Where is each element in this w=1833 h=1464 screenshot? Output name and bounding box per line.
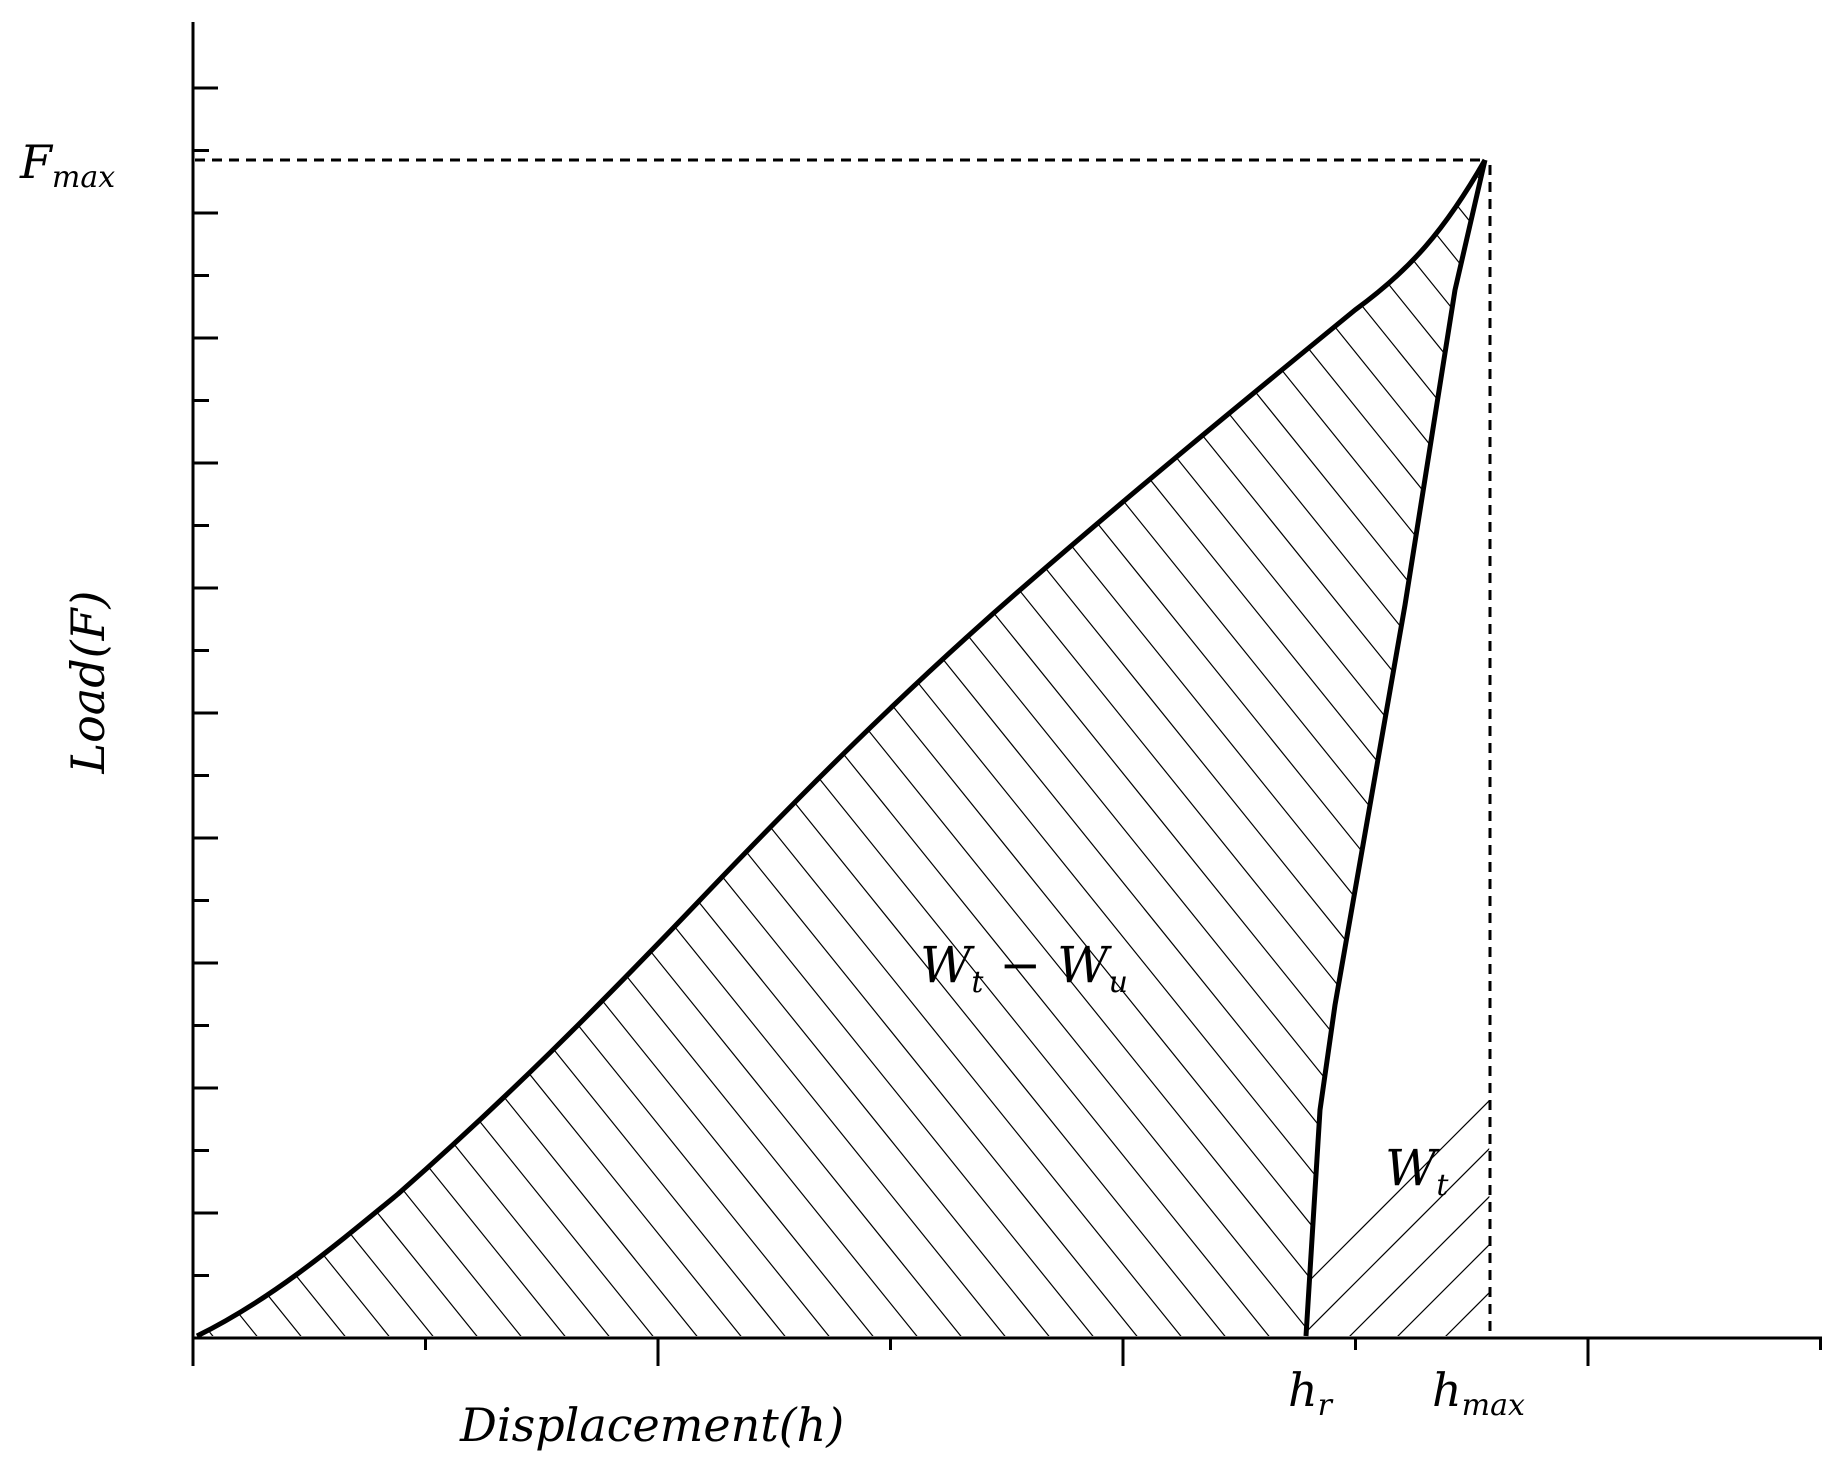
y-axis-label: Load(F) — [61, 591, 115, 775]
hatch-line — [711, 160, 1485, 1336]
hatch-line — [197, 160, 1185, 1336]
hatch-line — [197, 160, 261, 1336]
hatch-line — [197, 160, 877, 1336]
x-axis-ticks — [191, 1338, 1822, 1366]
hatch-line — [403, 160, 1405, 1336]
hatch-line — [197, 160, 393, 1336]
hatch-line — [1826, 140, 1833, 1340]
hatch-line — [1538, 140, 1833, 1340]
hatch-line — [0, 100, 40, 1340]
hatch-line — [197, 160, 349, 1336]
hatch-line — [1306, 160, 1490, 1336]
hatch-line — [1063, 160, 1485, 1336]
hatch-line — [755, 160, 1485, 1336]
hatch-line — [1306, 160, 1490, 1336]
hatch-line — [197, 160, 305, 1336]
hatch-line — [1586, 140, 1833, 1340]
h-r-label: hr — [1288, 1363, 1334, 1423]
hatch-wt — [1306, 140, 1833, 1340]
hatch-line — [1504, 100, 1833, 1340]
hatch-line — [1489, 160, 1490, 1336]
hatch-line — [1283, 160, 1485, 1336]
hatch-line — [271, 160, 1273, 1336]
hatch-line — [197, 160, 1053, 1336]
hatch-line — [1778, 140, 1833, 1340]
y-axis-ticks — [193, 86, 218, 1340]
hatch-line — [1730, 140, 1833, 1340]
hatch-line — [1239, 160, 1485, 1336]
hatch-line — [1107, 160, 1485, 1336]
hatch-line — [1682, 140, 1833, 1340]
hatch-line — [667, 160, 1485, 1336]
hatch-line — [197, 160, 789, 1336]
hatch-line — [197, 160, 921, 1336]
unloading-curve — [1303, 159, 1488, 1337]
loading-curve — [195, 158, 1488, 1339]
hatch-line — [1441, 160, 1490, 1336]
hatch-line — [359, 160, 1361, 1336]
hatch-line — [1634, 140, 1833, 1340]
hatch-line — [1371, 160, 1485, 1336]
hatch-line — [315, 160, 1317, 1336]
hatch-line — [799, 160, 1485, 1336]
hatch-line — [1636, 100, 1833, 1340]
hatch-line — [1592, 100, 1833, 1340]
w-t-label: Wt — [1385, 1139, 1449, 1203]
hatch-line — [1195, 160, 1485, 1336]
hatch-line — [197, 160, 833, 1336]
hatch-line — [1415, 160, 1485, 1336]
hatch-line — [1680, 100, 1833, 1340]
hatch-wt-minus-wu — [0, 100, 1833, 1340]
hatch-line — [1393, 160, 1490, 1336]
hatch-line — [1459, 160, 1485, 1336]
hatch-line — [197, 160, 657, 1336]
h-max-label: hmax — [1432, 1363, 1525, 1423]
hatch-line — [227, 160, 1229, 1336]
hatch-line — [197, 160, 1141, 1336]
hatch-line — [197, 160, 1097, 1336]
hatch-line — [197, 160, 965, 1336]
hatch-line — [197, 160, 1009, 1336]
hatch-line — [447, 160, 1449, 1336]
hatch-line — [1548, 100, 1833, 1340]
hatch-line — [623, 160, 1485, 1336]
x-axis-label: Displacement(h) — [459, 1398, 844, 1452]
hatch-line — [887, 160, 1485, 1336]
hatch-line — [491, 160, 1485, 1336]
f-max-label: Fmax — [19, 135, 115, 195]
wt-minus-wu-label: Wt − Wu — [920, 936, 1128, 1000]
